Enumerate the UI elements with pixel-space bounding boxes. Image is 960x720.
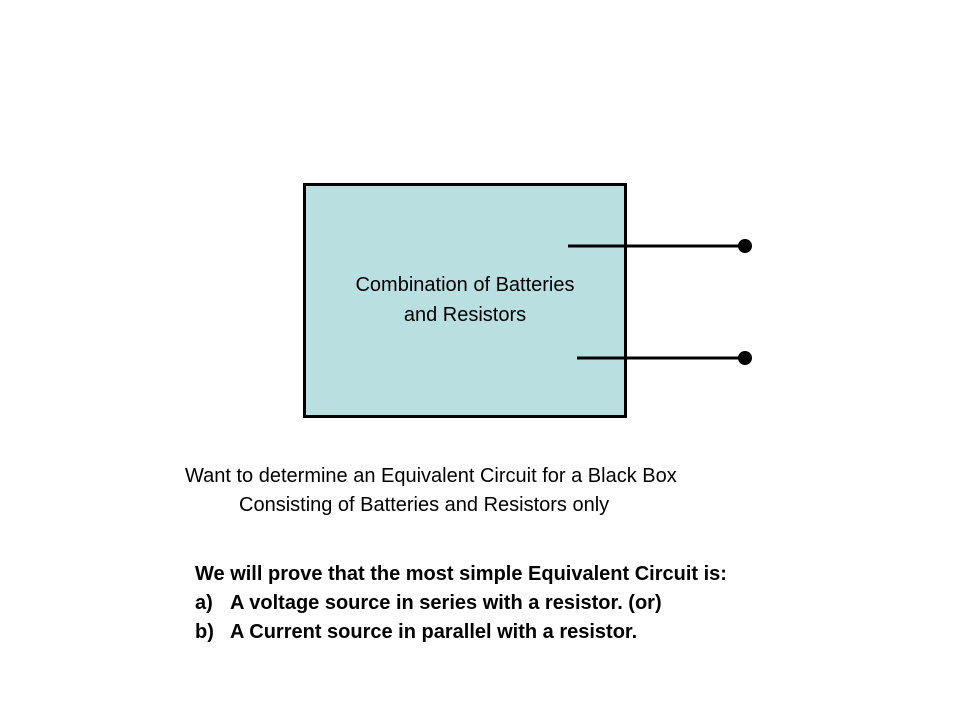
proof-item-text: A voltage source in series with a resist… — [230, 592, 662, 614]
proof-item-marker: a) — [195, 592, 213, 614]
upper-terminal-node — [738, 239, 752, 253]
proof-item-marker: b) — [195, 621, 214, 643]
black-box — [303, 183, 627, 418]
lower-terminal-node — [738, 351, 752, 365]
proof-item: b) A Current source in parallel with a r… — [195, 618, 915, 647]
proof-statement: We will prove that the most simple Equiv… — [195, 560, 915, 647]
caption: Want to determine an Equivalent Circuit … — [185, 462, 785, 520]
caption-line2: Consisting of Batteries and Resistors on… — [239, 494, 610, 516]
proof-item: a) A voltage source in series with a res… — [195, 589, 915, 618]
black-box-label-line1: Combination of Batteries — [355, 274, 575, 296]
proof-item-text: A Current source in parallel with a resi… — [230, 621, 638, 643]
caption-line1: Want to determine an Equivalent Circuit … — [185, 465, 677, 487]
black-box-label: Combination of Batteries and Resistors — [303, 270, 627, 330]
proof-heading: We will prove that the most simple Equiv… — [195, 563, 727, 585]
black-box-label-line2: and Resistors — [403, 304, 527, 326]
